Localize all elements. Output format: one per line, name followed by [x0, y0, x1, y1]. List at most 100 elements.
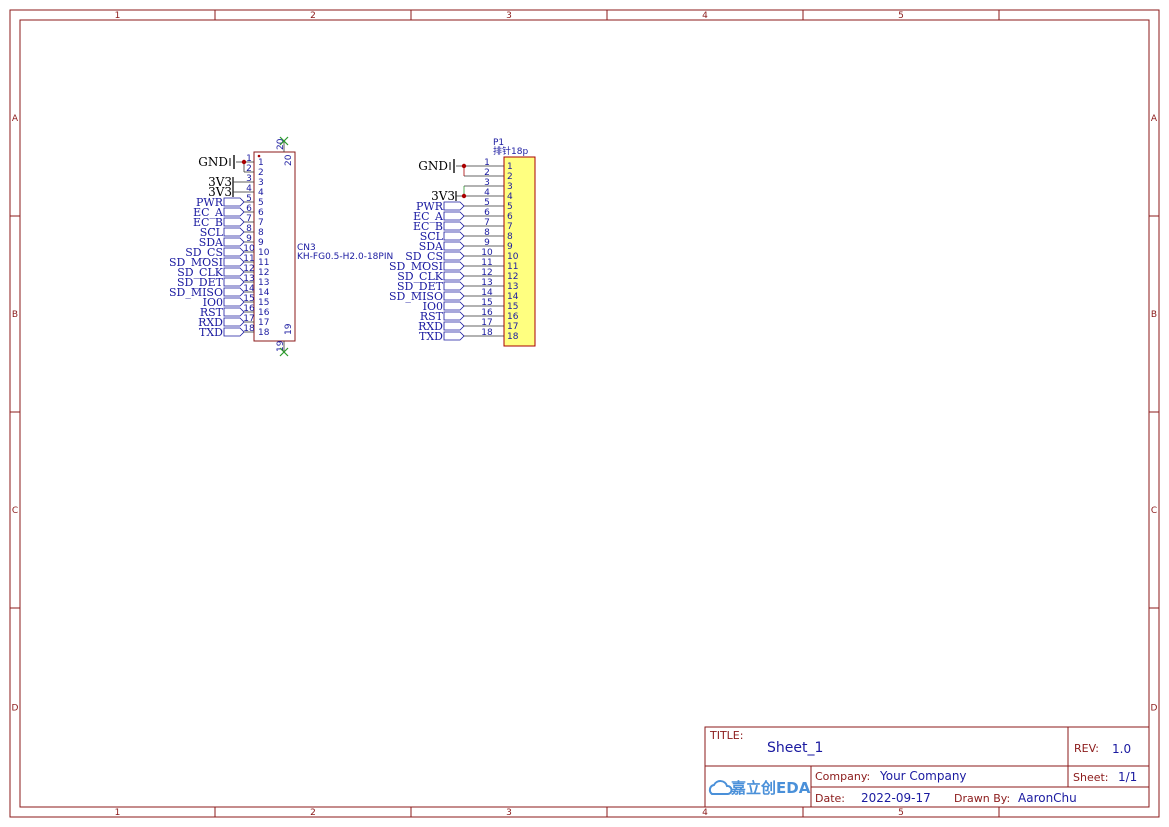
- net-label: SD_MISO: [169, 286, 223, 299]
- net-label: RXD: [198, 316, 223, 329]
- net-flag: [443, 321, 465, 331]
- pin-inner-number: 17: [258, 318, 269, 328]
- date-label: Date:: [815, 792, 845, 805]
- row-label-left: A: [12, 114, 19, 124]
- power-label-3v3: 3V3: [208, 175, 232, 189]
- net-flag: [223, 327, 245, 337]
- pin-outer-number: 7: [484, 218, 490, 228]
- pin-outer-number: 10: [243, 244, 255, 254]
- cloud-logo-icon: [708, 780, 733, 795]
- net-flag: [443, 281, 465, 291]
- row-label-right: B: [1151, 310, 1157, 320]
- pin-outer-number: 5: [246, 194, 252, 204]
- net-flag: [223, 297, 245, 307]
- pin-outer-number: 17: [243, 314, 254, 324]
- row-label-left: B: [12, 310, 18, 320]
- sheet-value: 1/1: [1118, 770, 1137, 784]
- row-label-left: D: [12, 704, 19, 714]
- net-label: PWR: [196, 196, 224, 209]
- junction-dot: [461, 163, 467, 169]
- pin-inner-number: 13: [507, 282, 518, 292]
- net-label: PWR: [416, 200, 444, 213]
- pin-outer-number: 8: [484, 228, 490, 238]
- row-label-right: C: [1151, 506, 1157, 516]
- pin-inner-number: 3: [258, 178, 264, 188]
- net-label: SD_CS: [185, 246, 223, 259]
- pin-inner-number: 2: [258, 168, 264, 178]
- row-label-left: C: [12, 506, 18, 516]
- pin-inner-number: 18: [258, 328, 270, 338]
- power-label-3v3: 3V3: [208, 185, 232, 199]
- net-flag: [223, 217, 245, 227]
- pin-inner-number: 12: [507, 272, 518, 282]
- pin-outer-number: 18: [243, 324, 255, 334]
- net-flag: [223, 247, 245, 257]
- pin-outer-number: 6: [484, 208, 490, 218]
- company-label: Company:: [815, 770, 870, 783]
- net-label: EC_A: [413, 210, 444, 223]
- net-label: SDA: [199, 236, 224, 249]
- pin-outer-number: 18: [481, 328, 493, 338]
- rev-label: REV:: [1074, 742, 1099, 755]
- cn3-designator: CN3: [297, 243, 316, 253]
- pin-inner-number: 14: [507, 292, 519, 302]
- pin-inner-number: 1: [258, 158, 264, 168]
- pin-inner-number: 6: [507, 212, 513, 222]
- power-label-3v3: 3V3: [431, 189, 455, 203]
- pin-inner-number: 18: [507, 332, 519, 342]
- pin-inner-number: 1: [507, 162, 513, 172]
- net-flag: [223, 207, 245, 217]
- date-value: 2022-09-17: [861, 791, 931, 805]
- column-label-top: 5: [898, 11, 904, 21]
- logo-text: 嘉立创EDA: [730, 779, 811, 797]
- net-flag: [223, 287, 245, 297]
- company-value: Your Company: [879, 769, 967, 783]
- pin-outer-number: 17: [481, 318, 492, 328]
- net-flag: [223, 317, 245, 327]
- pin-inner-number: 9: [258, 238, 264, 248]
- net-label: SD_CLK: [397, 270, 444, 283]
- pin-inner-number: 9: [507, 242, 513, 252]
- pin-inner-number: 8: [507, 232, 513, 242]
- pin-outer-number: 8: [246, 224, 252, 234]
- net-flag: [223, 197, 245, 207]
- cn3-body: [253, 151, 296, 342]
- column-label-bottom: 4: [702, 808, 708, 818]
- p1-body: [503, 156, 536, 347]
- pin-outer-number: 1: [246, 154, 252, 164]
- pin-inner-number: 11: [258, 258, 269, 268]
- pin-outer-number: 15: [243, 294, 254, 304]
- mount-pin-inner-number: 19: [284, 323, 294, 335]
- pin-inner-number: 10: [258, 248, 270, 258]
- net-flag: [443, 331, 465, 341]
- pin-outer-number: 5: [484, 198, 490, 208]
- pin-inner-number: 5: [507, 202, 513, 212]
- net-flag: [443, 221, 465, 231]
- pin-inner-number: 6: [258, 208, 264, 218]
- pin-outer-number: 12: [243, 264, 254, 274]
- pin-inner-number: 7: [507, 222, 513, 232]
- sheet-title: Sheet_1: [767, 740, 823, 756]
- pin-inner-number: 16: [258, 308, 270, 318]
- net-flag: [443, 311, 465, 321]
- net-flag: [443, 291, 465, 301]
- net-flag: [443, 201, 465, 211]
- column-label-top: 2: [310, 11, 316, 21]
- net-label: TXD: [419, 330, 443, 343]
- pin1-marker: [257, 154, 261, 158]
- pin-inner-number: 4: [507, 192, 513, 202]
- pin-outer-number: 16: [481, 308, 493, 318]
- net-label: SDA: [419, 240, 444, 253]
- pin-outer-number: 7: [246, 214, 252, 224]
- net-flag: [223, 227, 245, 237]
- column-label-bottom: 3: [506, 808, 512, 818]
- net-label: SD_CLK: [177, 266, 224, 279]
- column-label-top: 3: [506, 11, 512, 21]
- junction-dot: [461, 193, 467, 199]
- pin-outer-number: 9: [246, 234, 252, 244]
- net-label: RXD: [418, 320, 443, 333]
